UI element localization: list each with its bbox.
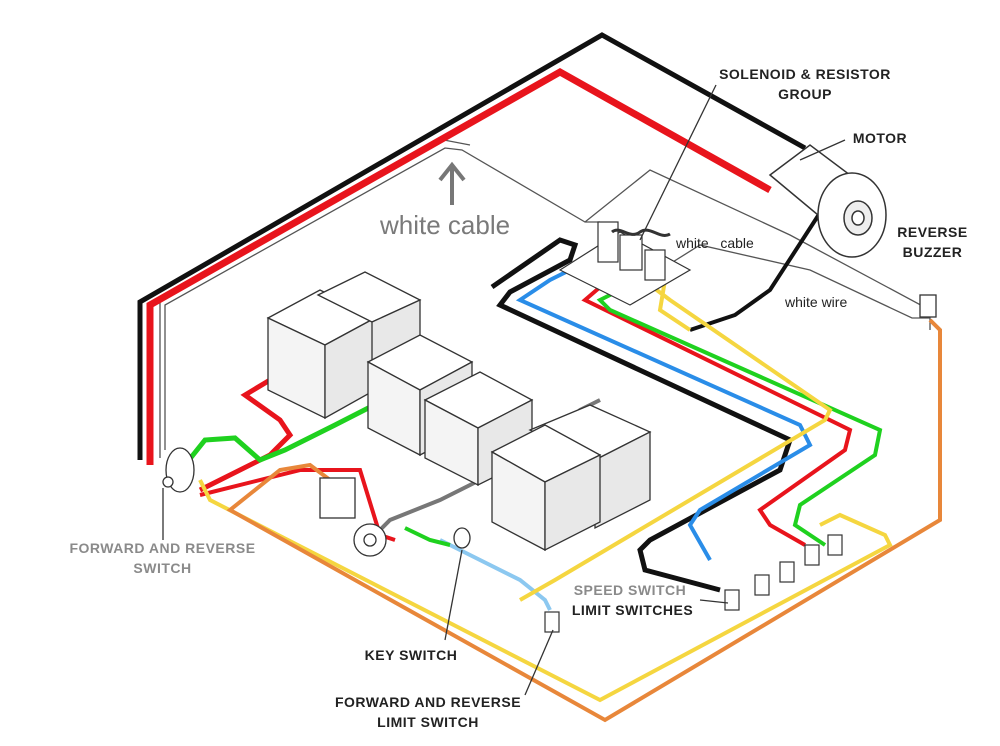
forward-reverse-switch-label: FORWARD AND REVERSE SWITCH bbox=[69, 540, 256, 576]
forward-reverse-switch-icon bbox=[162, 447, 195, 493]
limit-switches-icons bbox=[724, 534, 843, 611]
battery-1 bbox=[266, 289, 377, 420]
white-cable-arrow bbox=[438, 161, 466, 205]
yellow-wire-right bbox=[519, 283, 833, 602]
fr-limit-switch-icon bbox=[544, 611, 560, 633]
motor-illustration bbox=[768, 144, 887, 258]
leader-lines bbox=[162, 84, 846, 696]
reverse-buzzer-icon bbox=[919, 294, 937, 318]
battery-6 bbox=[490, 424, 602, 552]
red-wire-lower bbox=[581, 268, 853, 547]
yellow-wire-short bbox=[657, 279, 692, 332]
speed-switch-icon bbox=[319, 477, 387, 557]
green-wire-right bbox=[596, 283, 883, 547]
limit-switches-label: LIMIT SWITCHES bbox=[571, 602, 694, 618]
white-cable-wire bbox=[159, 139, 931, 458]
white-cable-annotation: white cable bbox=[380, 210, 511, 240]
battery-4 bbox=[423, 371, 534, 487]
white-cable-small-annotation: white cable bbox=[676, 235, 754, 251]
black-wire-lower bbox=[490, 237, 794, 593]
motor-label: MOTOR bbox=[852, 130, 908, 146]
battery-pack bbox=[266, 271, 652, 552]
black-wire-right bbox=[689, 203, 827, 332]
solenoid-resistor-group bbox=[558, 221, 692, 306]
speed-switch-label: SPEED SWITCH bbox=[573, 582, 687, 598]
yellow-wire-loop bbox=[198, 479, 893, 703]
key-switch-label: KEY SWITCH bbox=[364, 647, 458, 663]
white-wire-annotation: white wire bbox=[785, 294, 848, 310]
orange-wire bbox=[226, 318, 942, 723]
blue-wire bbox=[515, 253, 813, 561]
solenoid-resistor-group-label: SOLENOID & RESISTOR GROUP bbox=[719, 66, 891, 102]
green-wire-key bbox=[404, 526, 451, 547]
light-blue-wire bbox=[439, 538, 552, 611]
black-wire bbox=[137, 32, 807, 460]
red-wire bbox=[146, 67, 772, 465]
fr-limit-switch-label: FORWARD AND REVERSE LIMIT SWITCH bbox=[334, 694, 522, 730]
key-switch-icon bbox=[453, 527, 471, 549]
reverse-buzzer-label: REVERSE BUZZER bbox=[897, 224, 968, 260]
